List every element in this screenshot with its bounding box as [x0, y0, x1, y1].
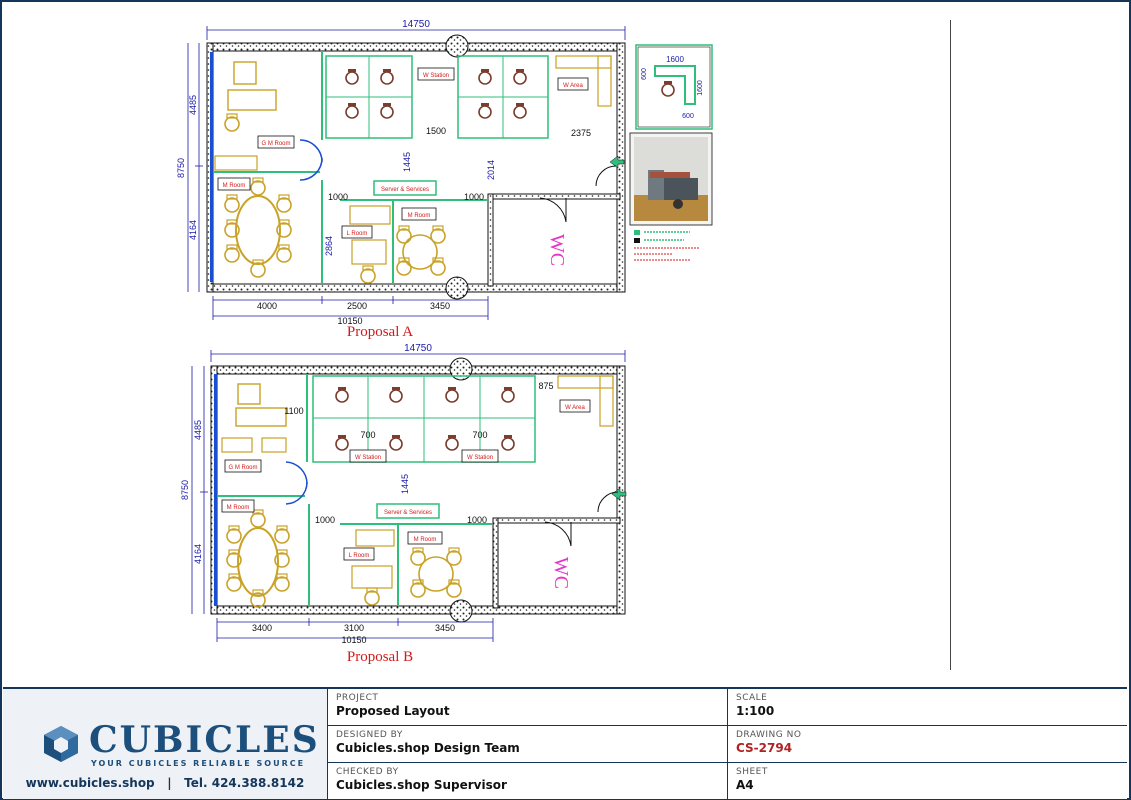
dim-a-bottom-3: 3450	[430, 301, 450, 311]
dim-b-door-left: 1000	[315, 515, 335, 525]
sheet-divider-line	[950, 20, 951, 670]
dim-a-top: 14750	[402, 19, 430, 30]
entrance-arrow-a-icon	[609, 155, 625, 169]
label-b-m-room-left: M Room	[227, 505, 250, 511]
project-label: PROJECT	[336, 693, 379, 703]
label-b-gm-room: G M Room	[228, 465, 257, 471]
dim-b-875: 875	[538, 381, 553, 391]
brand-tagline: YOUR CUBICLES RELIABLE SOURCE	[91, 759, 306, 768]
phone-number[interactable]: Tel. 424.388.8142	[184, 776, 305, 790]
scale-cell: SCALE 1:100	[728, 689, 1127, 726]
dim-b-bottom-total: 10150	[341, 635, 366, 645]
dim-b-left-total: 8750	[180, 480, 190, 500]
dim-detail-1600: 1600	[666, 55, 684, 64]
dim-b-v1: 1445	[400, 474, 410, 494]
label-a-l-room: L Room	[347, 231, 368, 237]
dim-b-700-a: 700	[360, 430, 375, 440]
dim-a-left-lower: 4164	[188, 220, 198, 240]
dim-b-door-right: 1000	[467, 515, 487, 525]
dim-a-door-left: 1000	[328, 192, 348, 202]
dim-b-left-lower: 4164	[193, 544, 203, 564]
dim-a-corridor: 1500	[426, 126, 446, 136]
brand-panel: CUBICLES YOUR CUBICLES RELIABLE SOURCE w…	[3, 689, 328, 799]
checked-by-cell: CHECKED BY Cubicles.shop Supervisor	[328, 763, 728, 799]
drawing-no-value: CS-2794	[736, 741, 793, 755]
dim-a-v2: 2014	[486, 160, 496, 180]
dim-b-bottom-2: 3100	[344, 623, 364, 633]
project-cell: PROJECT Proposed Layout	[328, 689, 728, 726]
label-b-server: Server & Services	[384, 510, 432, 516]
sheet-value: A4	[736, 778, 754, 792]
dim-b-bottom-3: 3450	[435, 623, 455, 633]
dim-a-bottom-2: 2500	[347, 301, 367, 311]
designed-by-value: Cubicles.shop Design Team	[336, 741, 520, 755]
label-b-m-room-right: M Room	[414, 537, 437, 543]
dim-b-bottom-1: 3400	[252, 623, 272, 633]
label-b-wc: WC	[550, 557, 572, 589]
dim-detail-600-top: 600	[641, 68, 648, 80]
brand-name: CUBICLES	[89, 719, 320, 761]
label-a-w-area: W Area	[563, 83, 583, 89]
sheet-cell: SHEET A4	[728, 763, 1127, 799]
floor-plan-drawing: W Station W Area G M Room M Room M Room …	[176, 19, 713, 665]
checked-by-label: CHECKED BY	[336, 767, 399, 777]
designed-by-label: DESIGNED BY	[336, 730, 403, 740]
label-b-w-station-a: W Station	[355, 455, 381, 461]
dim-a-door-right: 1000	[464, 192, 484, 202]
caption-proposal-b: Proposal B	[347, 649, 413, 665]
caption-proposal-a: Proposal A	[347, 324, 413, 340]
label-b-w-station-b: W Station	[467, 455, 493, 461]
contact-line: www.cubicles.shop | Tel. 424.388.8142	[3, 776, 327, 790]
dim-b-left-upper: 4485	[193, 420, 203, 440]
dim-a-left-upper: 4485	[188, 95, 198, 115]
drawing-no-cell: DRAWING NO CS-2794	[728, 726, 1127, 763]
dim-a-bottom-total: 10150	[337, 316, 362, 326]
project-value: Proposed Layout	[336, 704, 450, 718]
label-a-m-room-right: M Room	[408, 213, 431, 219]
label-b-l-room: L Room	[349, 553, 370, 559]
dim-a-bottom-1: 4000	[257, 301, 277, 311]
entrance-arrow-b-icon	[611, 487, 627, 501]
dim-a-left-total: 8750	[176, 158, 186, 178]
drawing-no-label: DRAWING NO	[736, 730, 802, 740]
contact-separator: |	[167, 776, 172, 790]
dim-a-v3: 2864	[324, 236, 334, 256]
label-a-m-room-left: M Room	[223, 183, 246, 189]
dim-a-right: 2375	[571, 128, 591, 138]
title-block: CUBICLES YOUR CUBICLES RELIABLE SOURCE w…	[3, 687, 1127, 799]
label-a-server: Server & Services	[381, 187, 429, 193]
scale-label: SCALE	[736, 693, 768, 703]
designed-by-cell: DESIGNED BY Cubicles.shop Design Team	[328, 726, 728, 763]
checked-by-value: Cubicles.shop Supervisor	[336, 778, 507, 792]
label-a-wc: WC	[546, 234, 568, 266]
sheet-label: SHEET	[736, 767, 768, 777]
label-a-w-station: W Station	[423, 73, 449, 79]
label-b-w-area: W Area	[565, 405, 585, 411]
cube-logo-icon	[44, 726, 78, 762]
scale-value: 1:100	[736, 704, 775, 718]
dim-detail-600-bottom: 600	[682, 113, 694, 120]
dim-a-v1: 1445	[402, 152, 412, 172]
workstation-detail: 1600 600 1600 600	[629, 44, 713, 261]
dim-b-700-b: 700	[472, 430, 487, 440]
dim-b-top: 14750	[404, 343, 432, 354]
dim-detail-1600-side: 1600	[697, 80, 704, 96]
website-link[interactable]: www.cubicles.shop	[25, 776, 155, 790]
proposal-b-plan: W Station W Station W Area G M Room M Ro…	[180, 343, 627, 665]
proposal-a-plan: W Station W Area G M Room M Room M Room …	[176, 19, 626, 340]
dim-b-1100: 1100	[284, 406, 303, 416]
label-a-gm-room: G M Room	[261, 141, 290, 147]
